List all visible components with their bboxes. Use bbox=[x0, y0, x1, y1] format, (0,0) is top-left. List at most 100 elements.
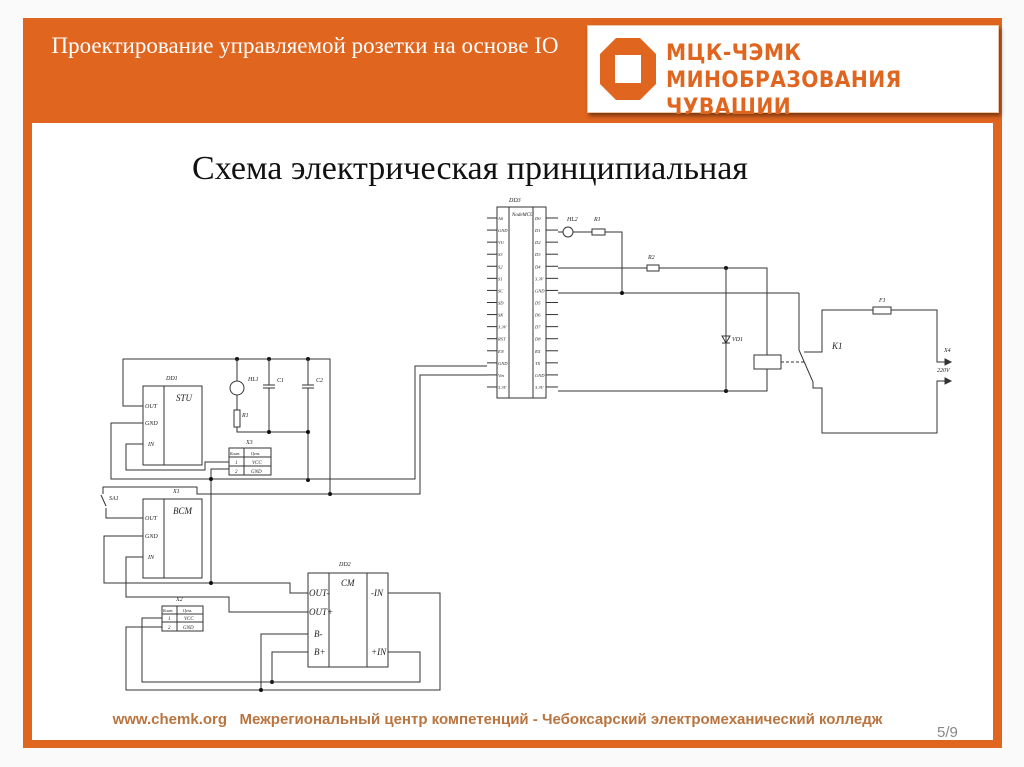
x2-cell: GND bbox=[183, 626, 194, 631]
dd1-pin: OUT bbox=[145, 404, 158, 410]
switch-sa1-icon bbox=[100, 494, 107, 507]
dd3-pin-label: D1 bbox=[534, 228, 541, 233]
dd3-pin-label: A0 bbox=[497, 216, 504, 221]
label-f1: F1 bbox=[878, 298, 886, 304]
dd3-pin-label: EN bbox=[497, 349, 505, 354]
dd3-pin-label: GND bbox=[535, 288, 545, 293]
dd3-name: NodeMCU bbox=[511, 213, 534, 218]
dd3-pin-label: VU bbox=[498, 240, 505, 245]
x2-header: Конт. bbox=[162, 608, 173, 613]
wiring-left: DD1 STU OUT GND IN HL1 R1 C1 C2 SA1 X3 К… bbox=[100, 357, 487, 692]
dd1-pin: IN bbox=[147, 442, 155, 448]
label-vd1: VD1 bbox=[732, 337, 743, 343]
footer-text: www.chemk.org Межрегиональный центр комп… bbox=[112, 711, 883, 728]
dd3-pin-label: 3.3V bbox=[498, 385, 508, 390]
x3-cell: GND bbox=[251, 470, 262, 475]
dd2-module bbox=[307, 572, 389, 668]
x2-header: Цепь bbox=[182, 608, 192, 613]
dd2-name: CM bbox=[341, 578, 355, 588]
bcm-ref: X1 bbox=[172, 489, 180, 495]
x3-header: Цепь bbox=[250, 451, 260, 456]
dd1-module bbox=[142, 385, 203, 466]
dd3-pin-label: RX bbox=[534, 349, 541, 354]
fuse-f1-icon bbox=[872, 306, 892, 315]
logo-text: МЦК-ЧЭМК МИНОБРАЗОВАНИЯ ЧУВАШИИ bbox=[666, 40, 971, 121]
x3-cell: VCC bbox=[252, 461, 262, 466]
dd1-pin: GND bbox=[145, 421, 158, 427]
college-logo: МЦК-ЧЭМК МИНОБРАЗОВАНИЯ ЧУВАШИИ bbox=[587, 25, 999, 120]
dd3-pin-label: 3.3V bbox=[535, 276, 545, 281]
dd3-pin-label: 3.3V bbox=[498, 325, 508, 330]
label-r1a: R1 bbox=[241, 413, 249, 419]
slide-title: Проектирование управляемой розетки на ос… bbox=[51, 33, 559, 58]
label-hl1: HL1 bbox=[247, 377, 259, 383]
dd1-ref: DD1 bbox=[165, 376, 178, 382]
x2-cell: VCC bbox=[184, 617, 194, 622]
dd2-ref: DD2 bbox=[338, 562, 351, 568]
x2-cell: 1 bbox=[168, 617, 171, 622]
dd2-pin: OUT- bbox=[309, 588, 329, 598]
dd3-pin-label: GND bbox=[535, 373, 545, 378]
dd3-pin-label: RST bbox=[497, 337, 506, 342]
dd3-pin-label: TX bbox=[535, 361, 541, 366]
x3-cell: 2 bbox=[235, 470, 238, 475]
dd3-pin-label: SC bbox=[498, 288, 504, 293]
label-220v: 220V bbox=[937, 368, 951, 374]
x3-ref: X3 bbox=[245, 440, 253, 446]
dd3-pin-label: D5 bbox=[534, 300, 541, 305]
label-k1: K1 bbox=[831, 341, 843, 351]
dd3-pin-label: D0 bbox=[534, 216, 541, 221]
x2-cell: 2 bbox=[168, 626, 171, 631]
label-x4: X4 bbox=[943, 347, 951, 354]
label-c1: C1 bbox=[277, 378, 284, 384]
dd2-pin: B+ bbox=[314, 647, 326, 657]
dd2-pin: +IN bbox=[371, 647, 387, 657]
relay-coil-icon bbox=[753, 354, 782, 370]
label-r1b: R1 bbox=[593, 217, 601, 223]
label-c2: C2 bbox=[316, 378, 323, 384]
led-hl2-icon bbox=[562, 226, 574, 238]
dd1-name: STU bbox=[176, 393, 193, 403]
dd3-pin-label: 3.3V bbox=[535, 385, 545, 390]
label-hl2: HL2 bbox=[566, 217, 578, 223]
wiring-right: HL2 R1 R2 VD1 K1 F1 X4 220V bbox=[558, 217, 953, 434]
led-hl1-icon bbox=[229, 380, 245, 396]
dd3-ref: DD3 bbox=[508, 198, 521, 204]
resistor-r2-icon bbox=[646, 264, 660, 272]
dd3-pin-label: D6 bbox=[534, 313, 541, 318]
slide-heading: Схема электрическая принципиальная bbox=[192, 150, 748, 187]
x2-ref: X2 bbox=[175, 597, 183, 603]
dd3-pin-label: S2 bbox=[498, 264, 503, 269]
label-r2: R2 bbox=[647, 255, 655, 261]
dd3-pin-label: D7 bbox=[534, 325, 541, 330]
dd3-pin-label: GND bbox=[498, 361, 508, 366]
logo-line-2: МИНОБРАЗОВАНИЯ ЧУВАШИИ bbox=[666, 68, 902, 120]
dd3-pin-label: GND bbox=[498, 228, 508, 233]
resistor-r1b-icon bbox=[591, 228, 606, 236]
dd3-pin-label: D2 bbox=[534, 240, 541, 245]
dd2-pin: OUT+ bbox=[309, 607, 333, 617]
bcm-name: BCM bbox=[173, 506, 193, 516]
dd3-pin-label: SK bbox=[498, 313, 504, 318]
resistor-r1a-icon bbox=[233, 409, 241, 428]
label-sa1: SA1 bbox=[109, 496, 119, 502]
dd3-pin-label: SD bbox=[498, 300, 504, 305]
logo-line-1: МЦК-ЧЭМК bbox=[666, 41, 802, 66]
dd3-pin-label: S1 bbox=[498, 276, 503, 281]
dd2-pin: -IN bbox=[371, 588, 384, 598]
dd2-pin: B- bbox=[314, 629, 323, 639]
dd3-pin-label: D8 bbox=[534, 337, 541, 342]
bcm-pin: IN bbox=[147, 555, 155, 561]
dd3-pin-label: S3 bbox=[498, 252, 503, 257]
page-number: 5/9 bbox=[937, 724, 958, 741]
x3-cell: 1 bbox=[235, 461, 238, 466]
x3-header: Конт. bbox=[229, 451, 240, 456]
bcm-module bbox=[142, 498, 203, 579]
dd3-pin-label: Vin bbox=[498, 373, 505, 378]
dd3-pin-label: D4 bbox=[534, 264, 541, 269]
dd3-pin-label: D3 bbox=[534, 252, 541, 257]
bcm-pin: GND bbox=[145, 534, 158, 540]
diode-vd1-icon bbox=[721, 335, 731, 345]
